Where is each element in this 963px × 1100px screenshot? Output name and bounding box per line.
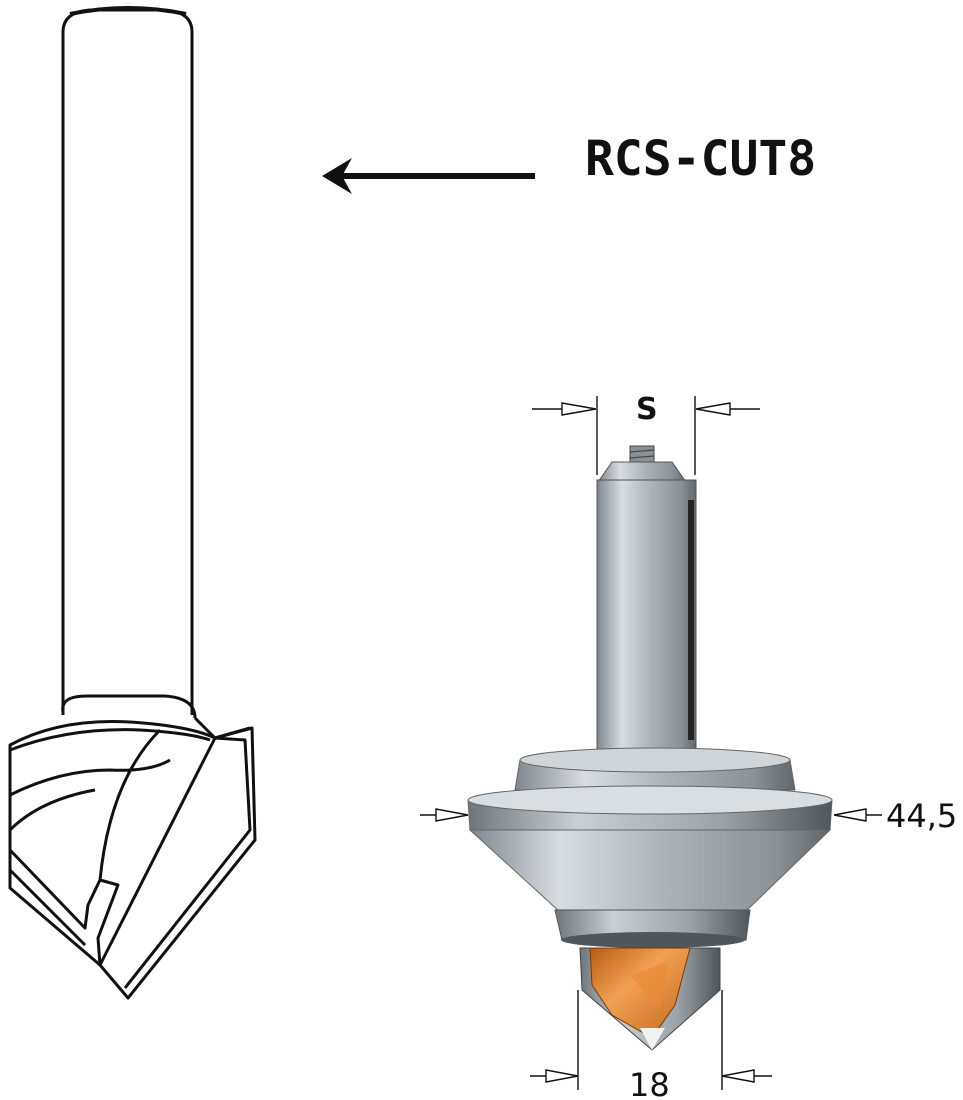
photo-shank: [596, 479, 697, 753]
photo-body-cone: [468, 829, 832, 913]
dimension-diameter-label: 44,5: [886, 797, 957, 835]
pointer-arrow-head: [322, 158, 352, 194]
dimension-shank-label: S: [636, 392, 658, 427]
line-drawing-shank: [61, 8, 194, 715]
line-drawing-body: [8, 720, 257, 1000]
dimension-width-label: 18: [629, 1066, 670, 1100]
dimension-lines: [420, 396, 882, 1090]
line-drawing-collar: [61, 694, 197, 719]
photo-bit: [467, 445, 833, 1051]
line-drawing-bit: [8, 6, 257, 1000]
product-code: RCS-CUT8: [585, 131, 816, 187]
